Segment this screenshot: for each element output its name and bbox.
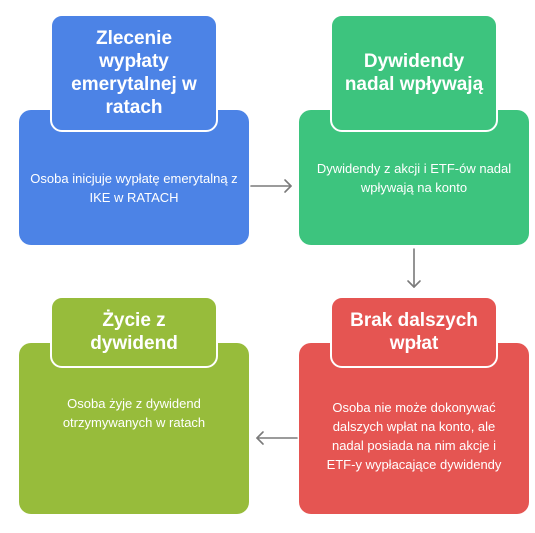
- step-1-card: [19, 110, 249, 245]
- step-2-title: Dywidendy nadal wpływają: [330, 14, 498, 132]
- step-2-card: [299, 110, 529, 245]
- step-4-description: Osoba żyje z dywidend otrzymywanych w ra…: [62, 395, 206, 430]
- step-3-title: Brak dalszych wpłat: [330, 296, 498, 368]
- arrow-step1-to-step2: [250, 179, 292, 193]
- step-2-description: Dywidendy z akcji i ETF-ów nadal wpływaj…: [316, 160, 512, 195]
- arrow-step3-to-step4: [256, 431, 298, 445]
- step-1-description: Osoba inicjuje wypłatę emerytalną z IKE …: [30, 170, 238, 205]
- step-3-card: [299, 343, 529, 514]
- arrow-step2-to-step3: [407, 248, 421, 288]
- step-4-title: Życie z dywidend: [50, 296, 218, 368]
- step-1-title: Zlecenie wypłaty emerytalnej w ratach: [50, 14, 218, 132]
- step-4-card: [19, 343, 249, 514]
- step-3-description: Osoba nie może dokonywać dalszych wpłat …: [326, 399, 502, 472]
